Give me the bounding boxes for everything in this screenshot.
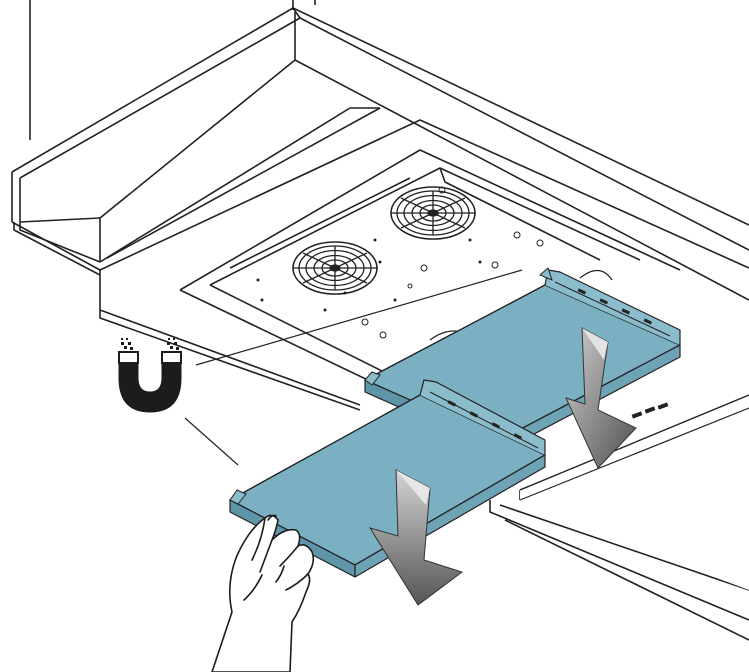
arrow-down-icon: [565, 327, 637, 469]
screw: [513, 231, 521, 239]
light-panel-top: [519, 394, 749, 491]
screw: [420, 264, 428, 272]
panel-dot: [478, 260, 482, 264]
leader-line-front-filter: [184, 417, 239, 466]
screw: [407, 283, 413, 289]
panel-dot: [260, 298, 264, 302]
hood-skirt: [99, 310, 361, 411]
fan-panel-edge: [179, 149, 681, 291]
panel-dot: [378, 260, 382, 264]
screw: [536, 239, 544, 247]
arrow-down-icon: [368, 469, 464, 606]
leader-line-back-filter: [195, 269, 523, 366]
hood-front-bottom-left: [11, 221, 101, 271]
hood-recess-back-left: [99, 59, 296, 219]
screw: [361, 318, 369, 326]
hood-front-lower-edge-2: [489, 500, 749, 621]
fan-panel-inner-front: [209, 284, 401, 381]
hood-back-wall: [294, 12, 749, 301]
fan-icon: [579, 269, 613, 281]
panel-dot: [323, 308, 327, 312]
control-button: [644, 406, 656, 414]
panel-dot: [256, 278, 260, 282]
light-panel-face: [520, 395, 749, 590]
screw: [491, 261, 499, 269]
light-panel-top-2: [519, 407, 749, 501]
hood-recess-left: [19, 222, 101, 263]
fan-panel-inner: [209, 167, 641, 286]
hood-inner-fold: [99, 107, 351, 263]
control-button: [631, 411, 643, 419]
fan-icon: [390, 186, 476, 240]
panel-dot: [468, 238, 472, 242]
screw: [379, 331, 387, 339]
control-button: [657, 402, 669, 410]
hood-front-lower-edge: [499, 504, 749, 591]
fan-panel-step-2: [439, 167, 601, 261]
fan-icon: [292, 241, 378, 295]
magnet-icon: [118, 338, 182, 413]
callout-leader-lines: [184, 269, 523, 466]
hood-inner-fold-2: [106, 107, 381, 259]
fan-panel-step: [229, 177, 411, 269]
hood-front-lower-edge-3: [504, 519, 749, 641]
hand-icon: [211, 514, 315, 672]
hood-recess-ledge: [19, 217, 101, 223]
hood-inner-rim: [19, 17, 749, 251]
panel-dot: [373, 238, 377, 242]
control-buttons: [631, 402, 669, 419]
hood-bottom-plate-top: [99, 119, 749, 271]
hood-left-bottom: [13, 222, 101, 276]
panel-screws: [361, 186, 544, 339]
panel-dot: [393, 298, 397, 302]
hood-rim-corner: [292, 7, 301, 19]
